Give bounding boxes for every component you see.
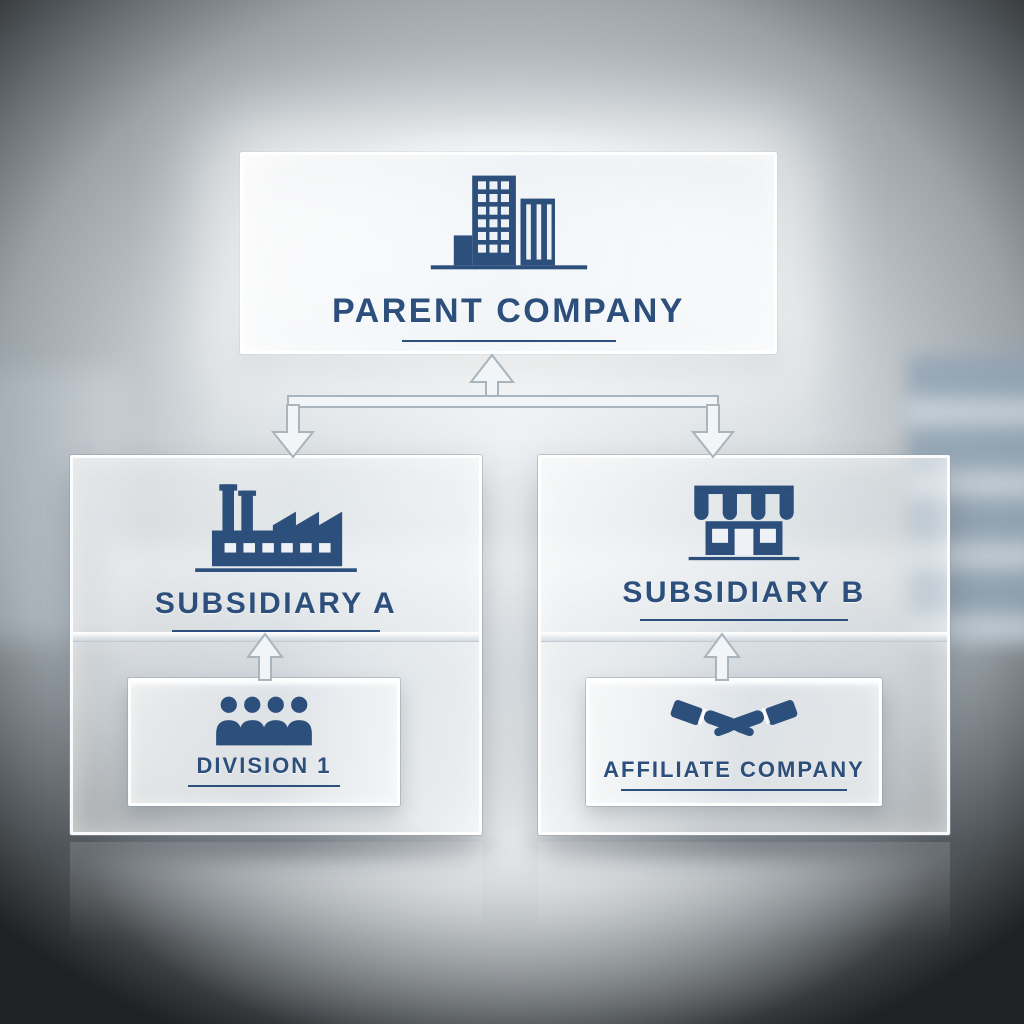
node-division-1: DIVISION 1	[128, 678, 400, 806]
subsidiary-a-content: SUBSIDIARY A	[73, 458, 479, 632]
storefront-icon	[688, 485, 800, 561]
subsidiary-b-label: SUBSIDIARY B	[622, 576, 866, 609]
arrow-up-to-parent	[468, 353, 516, 401]
parent-content: PARENT COMPANY	[243, 155, 774, 342]
glass-shelf-divider	[73, 632, 479, 642]
label-underline	[188, 785, 340, 787]
arrow-down-to-subsidiary-a	[270, 404, 316, 459]
handshake-icon	[670, 699, 798, 737]
office-building-icon	[430, 175, 587, 270]
division-1-content: DIVISION 1	[131, 681, 397, 787]
division-1-label: DIVISION 1	[196, 753, 332, 778]
team-icon	[216, 696, 312, 746]
subsidiary-a-label: SUBSIDIARY A	[154, 587, 398, 620]
subsidiary-b-content: SUBSIDIARY B	[541, 458, 947, 632]
node-affiliate-company: AFFILIATE COMPANY	[586, 678, 882, 806]
parent-label: PARENT COMPANY	[332, 292, 685, 330]
node-parent-company: PARENT COMPANY	[240, 152, 777, 354]
label-underline	[172, 630, 380, 632]
glass-shelf-divider	[541, 632, 947, 642]
factory-icon	[195, 484, 357, 572]
arrow-down-to-subsidiary-b	[690, 404, 736, 459]
label-underline	[621, 789, 847, 791]
connector-horizontal-bar	[287, 395, 719, 408]
label-underline	[401, 340, 616, 342]
affiliate-content: AFFILIATE COMPANY	[589, 681, 879, 791]
label-underline	[640, 619, 848, 621]
affiliate-label: AFFILIATE COMPANY	[603, 757, 865, 782]
